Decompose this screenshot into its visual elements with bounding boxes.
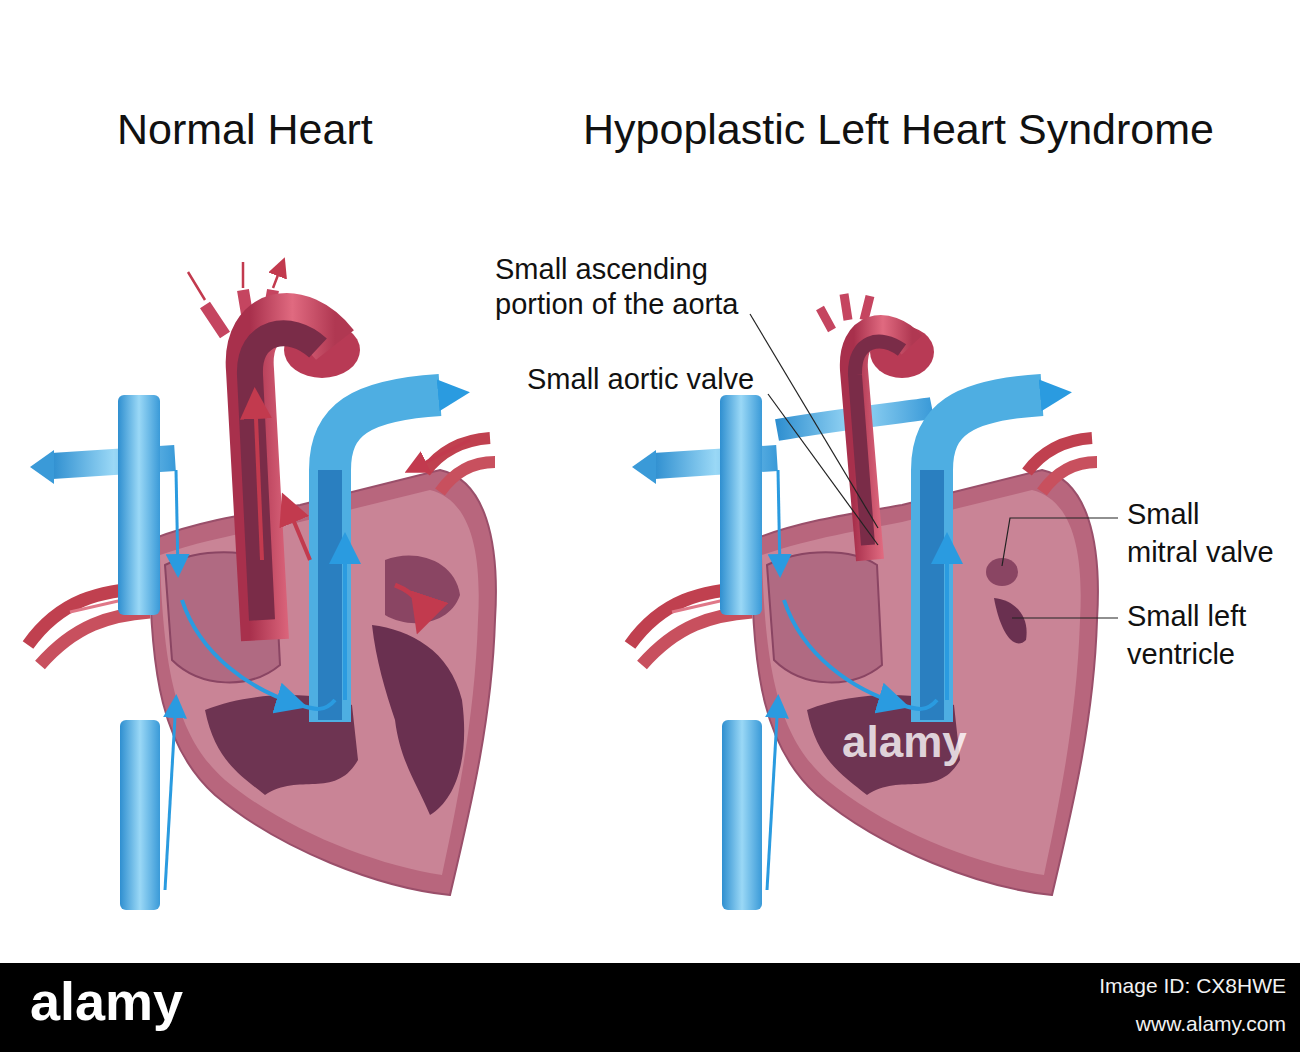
part-label: Small aortic valve: [527, 362, 754, 397]
leader-lines: [750, 314, 1118, 618]
watermark: alamy: [842, 718, 967, 766]
part-label: Small ascending portion of the aorta: [495, 252, 755, 322]
part-label: Small left ventricle: [1127, 598, 1276, 673]
footer-url: www.alamy.com: [1136, 1011, 1286, 1036]
heading: Hypoplastic Left Heart Syndrome: [583, 104, 1214, 156]
heading: Normal Heart: [117, 104, 373, 156]
footer-bar: [0, 963, 1300, 1052]
footer-id: Image ID: CX8HWE: [1099, 973, 1286, 998]
footer-logo: alamy: [30, 972, 183, 1031]
part-label: Small mitral valve: [1127, 496, 1276, 571]
